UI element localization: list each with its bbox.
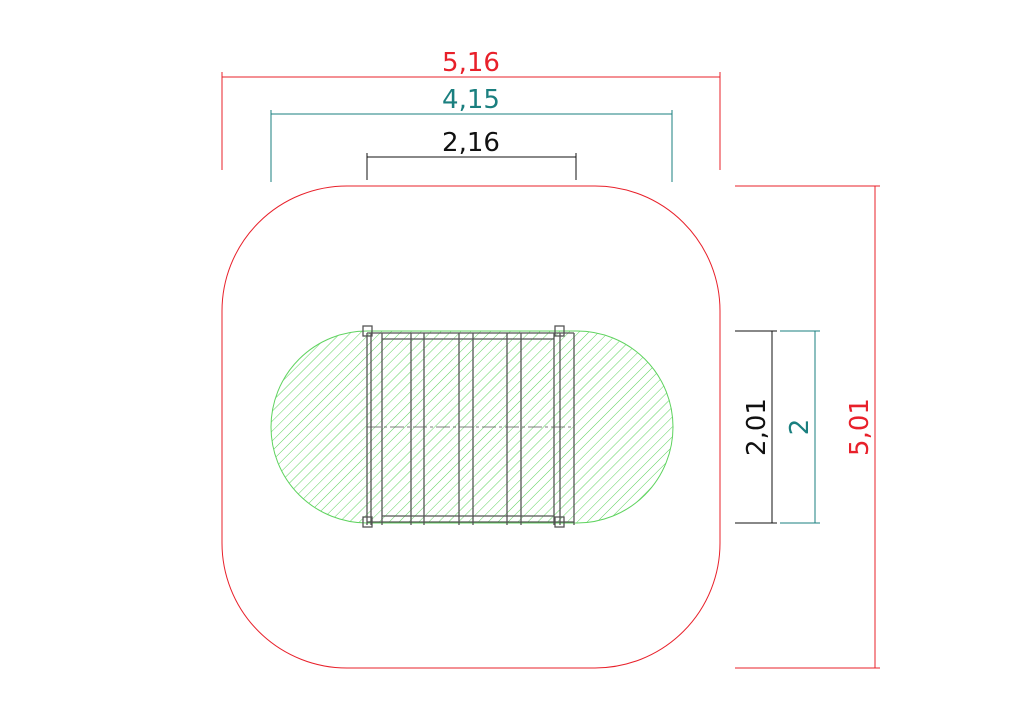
- dimension-label-outer-depth: 5,01: [845, 398, 875, 456]
- dimension-equipment-width: [366, 153, 577, 180]
- dimension-area-depth: [780, 330, 820, 524]
- dimension-outer-depth: [735, 185, 880, 669]
- dimension-equipment-depth: [735, 330, 777, 524]
- equipment-structure: [362, 325, 575, 528]
- dimension-label-equipment-depth: 2,01: [742, 398, 772, 456]
- safety-zone-outline: [221, 185, 721, 669]
- dimension-label-area-width: 4,15: [442, 85, 500, 115]
- dimension-label-area-depth: 2: [785, 419, 815, 436]
- dimension-area-width: [270, 110, 673, 182]
- dimension-label-outer-width: 5,16: [442, 48, 500, 78]
- dimension-label-equipment-width: 2,16: [442, 128, 500, 158]
- dimension-outer-width: [221, 72, 721, 170]
